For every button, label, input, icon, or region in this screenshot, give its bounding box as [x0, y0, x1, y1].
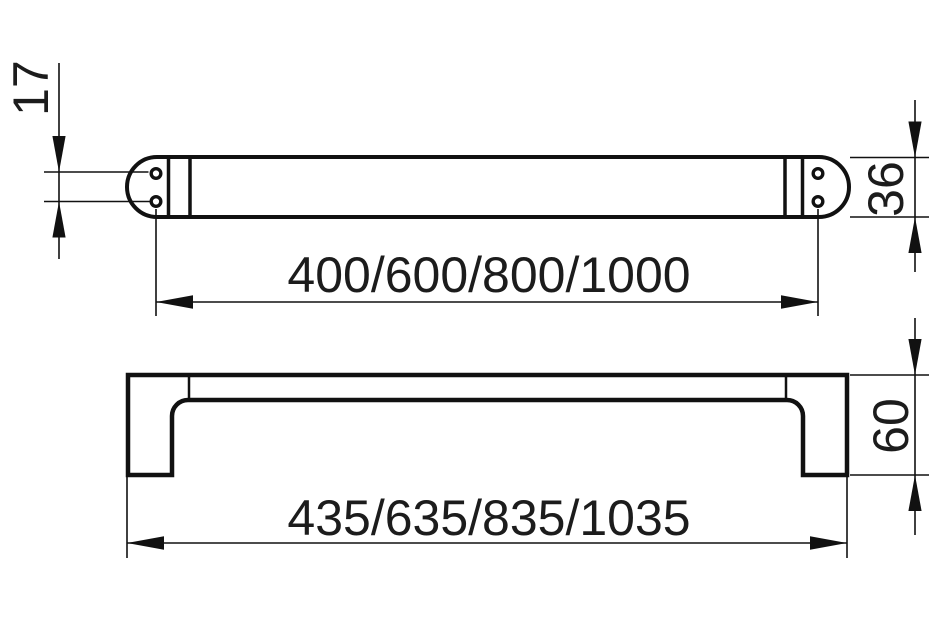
mounting-hole-right-top — [811, 166, 825, 180]
arrowhead-left — [156, 295, 193, 309]
arrowhead-up — [908, 475, 922, 511]
front-view-handle — [125, 372, 850, 478]
dim-overall-length — [126, 475, 848, 558]
arrowhead-up — [908, 217, 922, 253]
arrowhead-right — [810, 536, 847, 550]
arrowhead-right — [781, 295, 818, 309]
dim-hole-spacing — [44, 63, 151, 259]
arrowhead-down — [908, 121, 922, 158]
arrowhead-left — [127, 536, 164, 550]
top-view-rail — [125, 155, 851, 219]
mounting-hole-left-bottom — [149, 194, 163, 208]
handle-outline — [125, 372, 850, 478]
mounting-hole-left-top — [149, 166, 163, 180]
dim-label-overall-length: 435/635/835/1035 — [287, 490, 691, 546]
dim-hole-centers-length — [155, 209, 819, 316]
dim-handle-height — [850, 318, 929, 535]
mounting-hole-right-bottom — [811, 194, 825, 208]
dim-label-handle-height: 60 — [863, 398, 919, 454]
arrowhead-down — [908, 339, 922, 375]
dim-label-hole-spacing: 17 — [3, 60, 59, 116]
dim-label-profile-height: 36 — [858, 161, 914, 217]
rail-outline — [125, 155, 851, 219]
dim-label-hole-centers-length: 400/600/800/1000 — [287, 247, 691, 303]
arrowhead-down — [52, 136, 66, 172]
dim-profile-height — [850, 100, 929, 272]
arrowhead-up — [52, 201, 66, 238]
